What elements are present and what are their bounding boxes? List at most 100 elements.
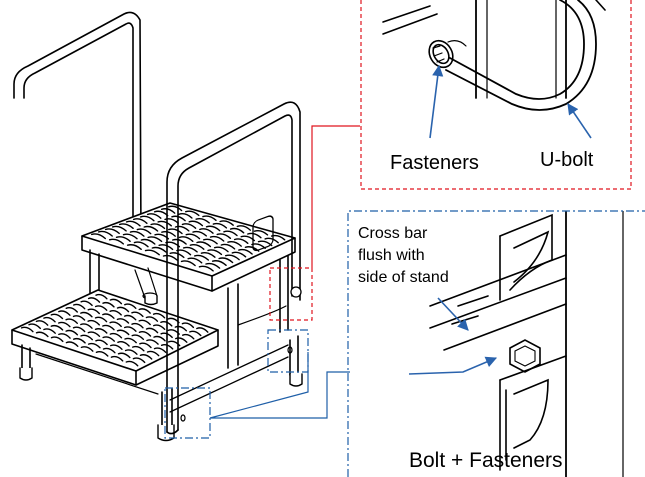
hex-bolt-icon — [509, 339, 541, 373]
fasteners-label: Fasteners — [390, 152, 479, 174]
grating-slot — [200, 252, 216, 258]
grating-slot — [145, 316, 159, 322]
grating-slot — [185, 210, 200, 217]
grating-slot — [58, 321, 71, 328]
grating-slot — [182, 333, 195, 340]
grating-slot — [175, 337, 188, 343]
grating-slot — [116, 329, 130, 336]
grating-slot — [178, 236, 194, 242]
grating-slot — [227, 240, 242, 247]
grating-slot — [212, 222, 228, 229]
ubolt-fasteners-icon — [428, 39, 467, 69]
grating-slot — [202, 215, 217, 221]
grating-slot — [138, 319, 151, 326]
grating-slot — [129, 230, 145, 237]
grating-slot — [87, 319, 100, 326]
grating-slot — [65, 318, 78, 324]
grating-slot — [152, 312, 166, 319]
grating-slot — [180, 260, 196, 267]
lower-tread-grating — [20, 293, 209, 367]
grating-slot — [110, 344, 123, 350]
detail-bolt-panel: Cross bar flush with side of stand Bolt … — [347, 210, 645, 477]
grating-slot — [139, 342, 152, 349]
grating-slot — [124, 303, 137, 309]
grating-slot — [116, 306, 130, 313]
grating-slot — [87, 342, 101, 349]
grating-slot — [109, 332, 123, 339]
grating-slot — [264, 237, 279, 244]
grating-slot — [181, 223, 197, 229]
grating-slot — [140, 238, 156, 245]
grating-slot — [151, 246, 167, 253]
grating-slot — [139, 354, 153, 360]
grating-slot — [196, 327, 209, 333]
grating-slot — [58, 333, 71, 339]
grating-slot — [211, 260, 227, 266]
ubolt-arrow — [567, 103, 592, 139]
grating-slot — [87, 297, 101, 303]
grating-slot — [102, 301, 115, 308]
grating-slot — [216, 233, 232, 239]
grating-slot — [195, 217, 210, 224]
grating-slot — [125, 360, 139, 367]
grating-slot — [117, 352, 131, 359]
upper-step — [81, 202, 296, 369]
grating-slot — [146, 213, 162, 219]
grating-slot — [117, 341, 130, 347]
grating-slot — [138, 308, 151, 314]
grating-slot — [198, 265, 214, 272]
grating-slot — [236, 225, 251, 231]
grating-slot — [131, 334, 145, 340]
grating-slot — [182, 246, 198, 253]
rear-handrail — [13, 11, 142, 246]
crossbar-note-line-1: Cross bar — [358, 225, 428, 242]
grating-slot — [244, 246, 260, 252]
crossbar-arrow — [437, 297, 469, 331]
callout-marker-ubolt — [269, 125, 360, 321]
grating-slot — [95, 339, 108, 346]
grating-slot — [178, 213, 193, 219]
grating-slot — [111, 225, 127, 232]
grating-slot — [143, 225, 159, 232]
grating-slot — [233, 238, 249, 244]
grating-slot — [205, 262, 221, 269]
grating-slot — [102, 347, 116, 354]
grating-slot — [125, 220, 141, 227]
stand-feet — [19, 295, 303, 442]
bolt-arrow — [408, 356, 498, 375]
grating-slot — [207, 249, 223, 256]
grating-slot — [102, 313, 115, 319]
grating-slot — [220, 243, 236, 250]
grating-slot — [80, 334, 93, 341]
grating-slot — [73, 337, 86, 344]
grating-slot — [172, 238, 187, 245]
grating-slot — [94, 328, 108, 334]
grating-slot — [194, 254, 209, 261]
grating-slot — [118, 223, 134, 229]
grating-slot — [108, 238, 124, 245]
grating-slot — [95, 351, 109, 357]
grating-slot — [136, 228, 152, 235]
grating-slot — [270, 234, 286, 241]
grating-slot — [223, 230, 238, 237]
grating-slot — [110, 355, 124, 362]
grating-slot — [132, 218, 148, 224]
grating-slot — [35, 320, 49, 326]
grating-slot — [104, 228, 120, 235]
grating-slot — [229, 227, 245, 234]
bolt-fasteners-label: Bolt + Fasteners — [409, 449, 563, 472]
grating-slot — [116, 318, 130, 324]
grating-slot — [174, 325, 187, 332]
grating-slot — [185, 233, 201, 240]
grating-slot — [153, 335, 166, 342]
grating-slot — [72, 326, 86, 333]
grating-slot — [124, 337, 137, 344]
grating-slot — [181, 322, 195, 329]
grating-slot — [124, 349, 138, 355]
detail-bolt-border — [347, 210, 645, 477]
grating-slot — [65, 341, 79, 347]
grating-slot — [73, 303, 86, 310]
grating-slot — [102, 324, 115, 331]
grating-slot — [87, 331, 101, 337]
